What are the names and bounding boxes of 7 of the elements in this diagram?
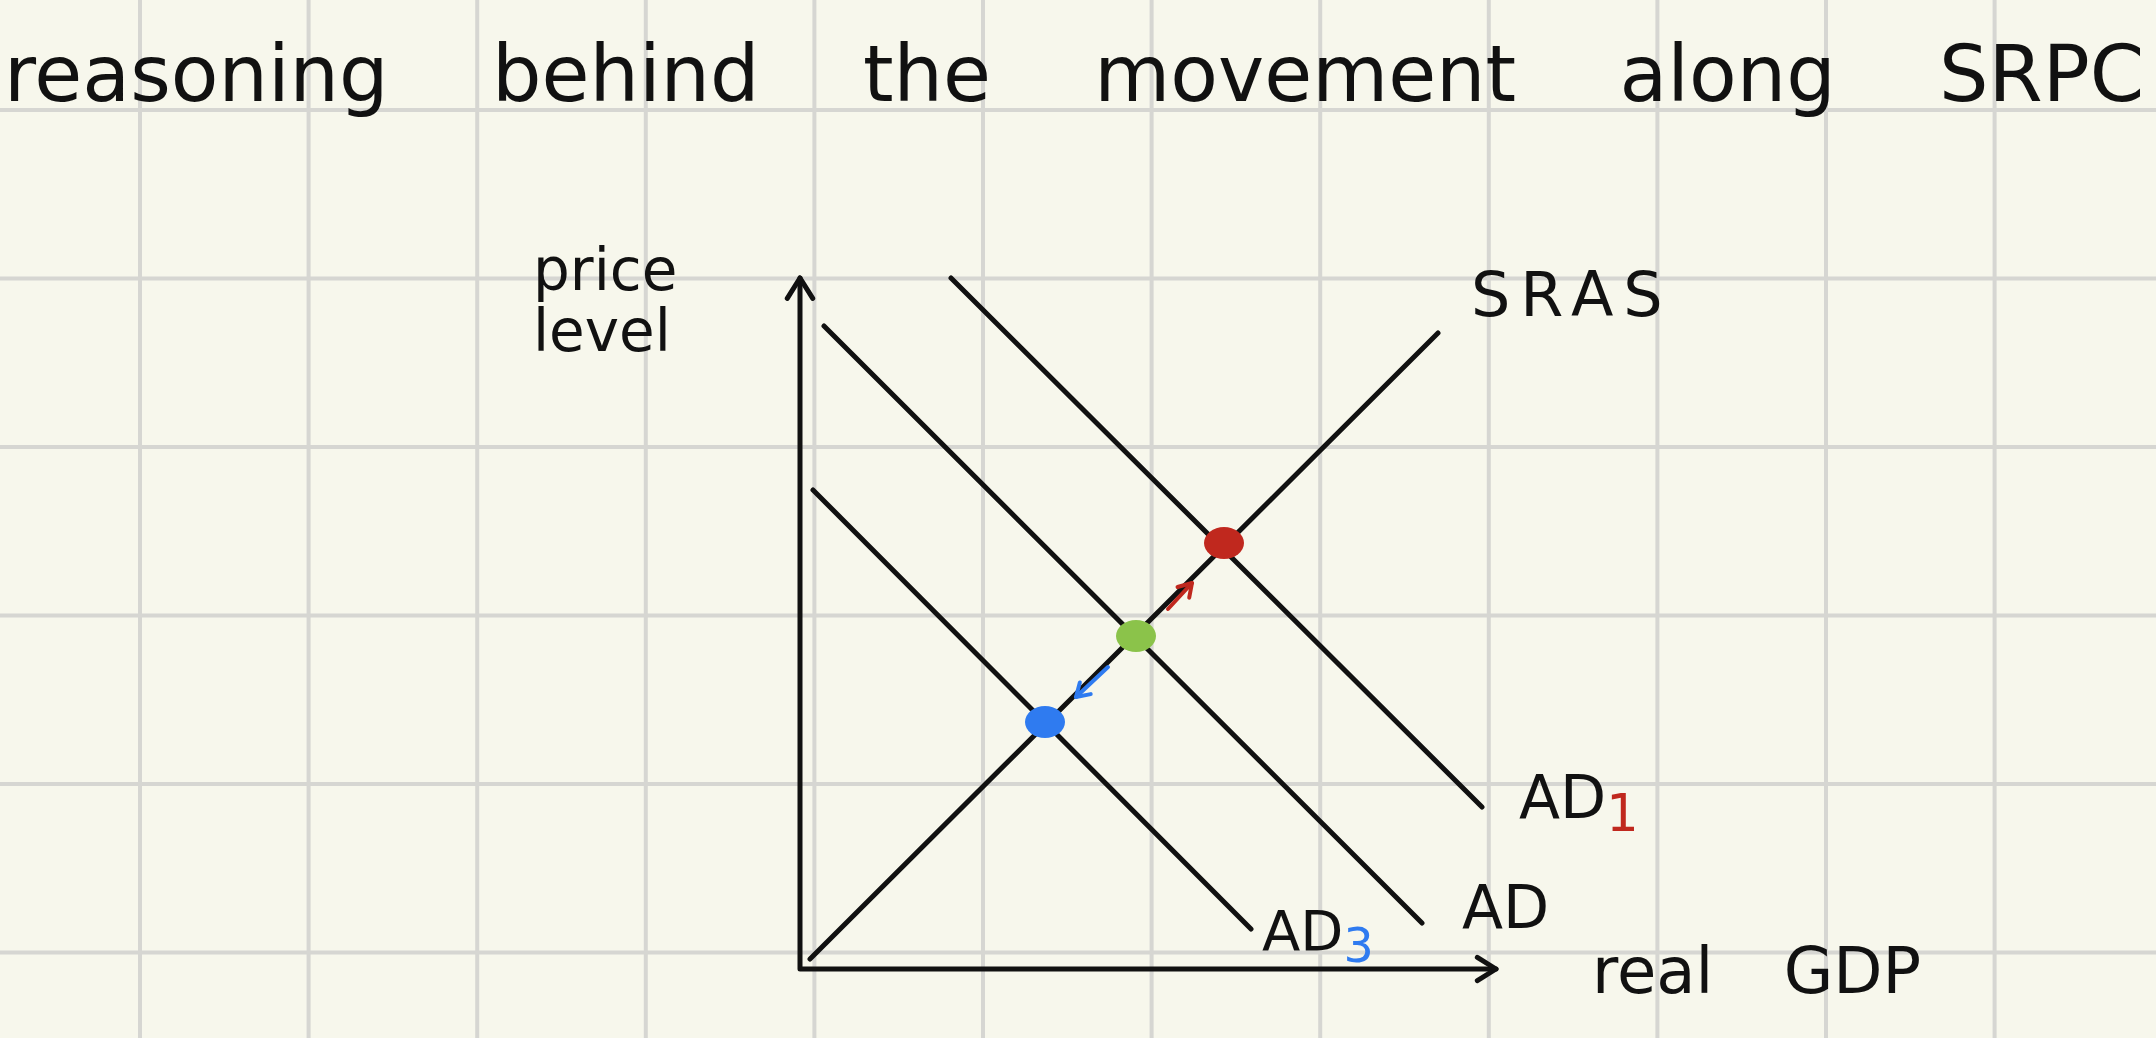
- curve-label: SRAS: [1471, 262, 1673, 328]
- axis-label: real GDP: [1592, 938, 1922, 1006]
- curve-label: AD: [1462, 876, 1550, 939]
- curve-label: AD$_{1}$: [1519, 766, 1639, 829]
- diagram-title: reasoning behind the movement along SRPC: [4, 34, 2145, 116]
- axis-label: price level: [533, 240, 679, 362]
- curve-label: AD$_{3}$: [1262, 902, 1374, 961]
